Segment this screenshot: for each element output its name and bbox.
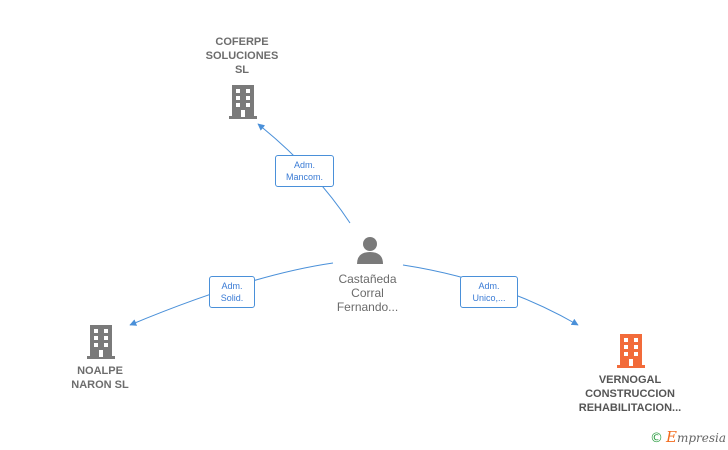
node-vernogal-line: CONSTRUCCION [585,388,675,400]
node-coferpe-label[interactable]: COFERPE SOLUCIONES SL [196,35,288,77]
node-person-line: Corral [351,286,384,300]
node-person-label[interactable]: Castañeda Corral Fernando... [320,272,415,314]
node-vernogal-line: REHABILITACION... [578,402,682,414]
person-icon[interactable] [356,236,384,264]
node-noalpe-label[interactable]: NOALPE NARON SL [55,364,145,392]
node-person-line: Fernando... [336,300,399,314]
node-noalpe-line: NOALPE [77,365,123,377]
edge-label-vernogal[interactable]: Adm. Unico,... [460,276,518,308]
edge-label-line: Mancom. [285,172,323,182]
node-vernogal-line: VERNOGAL [598,374,662,386]
edge-label-coferpe[interactable]: Adm. Mancom. [275,155,334,187]
edge-label-line: Adm. [293,160,315,170]
brand-footer: ©Empresia [650,428,726,446]
edge-label-line: Adm. [221,281,243,291]
node-noalpe-line: NARON SL [71,379,129,391]
copyright-icon: © [649,431,663,446]
edge-label-line: Unico,... [472,293,506,303]
node-coferpe-line: SL [234,64,250,76]
building-icon[interactable] [86,325,116,359]
building-icon[interactable] [616,334,646,368]
node-vernogal-label[interactable]: VERNOGAL CONSTRUCCION REHABILITACION... [560,373,700,415]
edge-label-noalpe[interactable]: Adm. Solid. [209,276,255,308]
brand-name: mpresia [676,431,726,445]
node-person-line: Castañeda [338,272,397,286]
brand-initial: E [665,428,677,446]
building-icon[interactable] [228,85,258,119]
edge-label-line: Solid. [220,293,244,303]
edge-label-line: Adm. [478,281,500,291]
node-coferpe-line: COFERPE [215,36,269,48]
node-coferpe-line: SOLUCIONES [205,50,279,62]
